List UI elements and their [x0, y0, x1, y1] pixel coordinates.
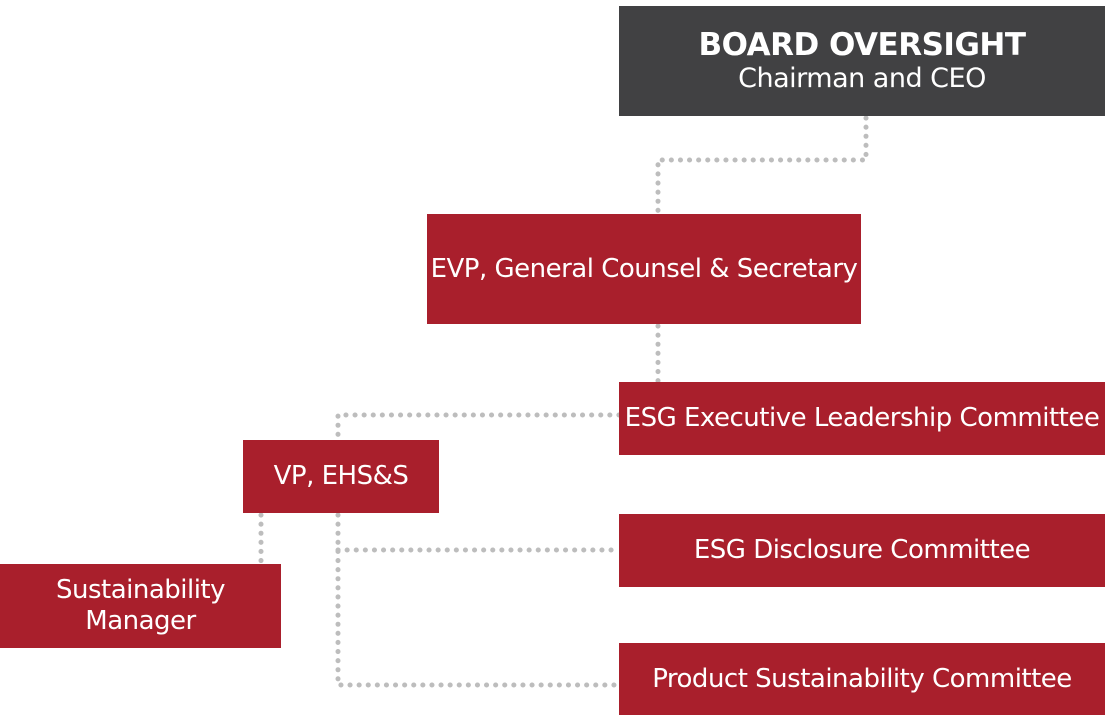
product-committee-label: Product Sustainability Committee: [652, 663, 1072, 694]
esg-exec-label: ESG Executive Leadership Committee: [624, 403, 1100, 433]
vp-ehss-label: VP, EHS&S: [273, 461, 409, 491]
connector-esg-exec-vp: [335, 412, 622, 443]
manager-line1: Sustainability: [55, 575, 226, 605]
esg-disclosure-label: ESG Disclosure Committee: [693, 535, 1031, 565]
esg-disclosure-committee-box: ESG Disclosure Committee: [619, 514, 1105, 587]
manager-line2: Manager: [85, 606, 196, 636]
esg-executive-committee-box: ESG Executive Leadership Committee: [619, 382, 1105, 455]
evp-label: EVP, General Counsel & Secretary: [430, 253, 858, 284]
board-subtitle: Chairman and CEO: [738, 63, 986, 94]
board-oversight-box: BOARD OVERSIGHT Chairman and CEO: [619, 6, 1105, 116]
evp-box: EVP, General Counsel & Secretary: [427, 214, 861, 324]
board-title: BOARD OVERSIGHT: [698, 27, 1027, 63]
connector-vp-product: [335, 512, 622, 688]
connector-board-evp: [655, 115, 869, 217]
product-sustainability-committee-box: Product Sustainability Committee: [619, 643, 1105, 715]
vp-ehss-box: VP, EHS&S: [243, 440, 439, 513]
sustainability-manager-box: Sustainability Manager: [0, 564, 281, 648]
